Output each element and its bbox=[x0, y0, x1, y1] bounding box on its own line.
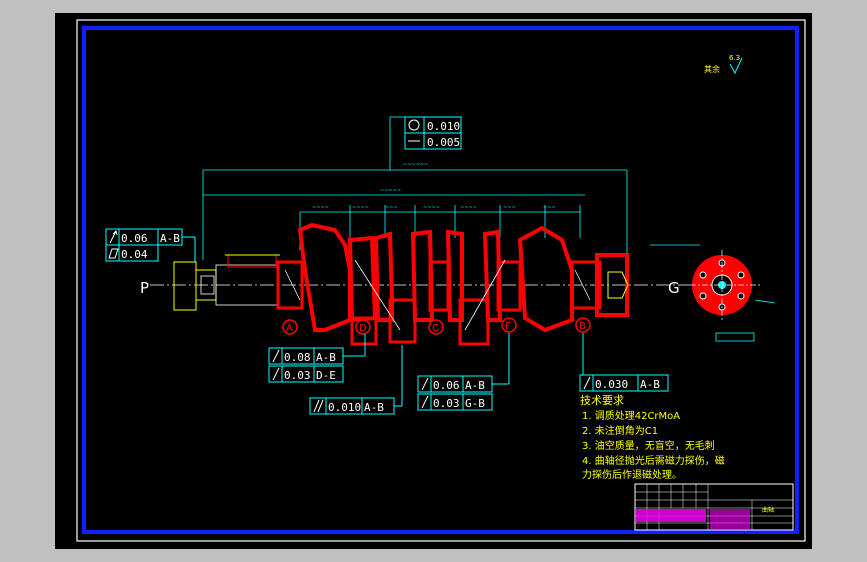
svg-text:~~~~: ~~~~ bbox=[460, 205, 477, 211]
center-tolerance-frame: 0.06 A-B 0.03 G-B bbox=[417, 333, 510, 411]
roughness-label: 其余 bbox=[704, 64, 720, 74]
tech-item-2: 2. 未注倒角为C1 bbox=[582, 424, 658, 437]
drawing-sheet bbox=[55, 13, 812, 549]
end-label-left: P bbox=[140, 279, 149, 297]
crankshaft-body bbox=[173, 222, 629, 346]
drawing-name: 曲轴 bbox=[762, 506, 774, 514]
center-runout1-ref: A-B bbox=[465, 379, 485, 392]
datum-markers: A D C F B bbox=[282, 317, 591, 335]
left-runout-value: 0.06 bbox=[121, 232, 148, 245]
top-tolerance-frame: 0.010 0.005 bbox=[404, 116, 462, 150]
parallel-icon bbox=[313, 399, 324, 413]
mid-runout2-ref: D-E bbox=[316, 369, 336, 382]
svg-text:~~~~~~: ~~~~~~ bbox=[403, 162, 428, 168]
center-runout2-ref: G-B bbox=[465, 397, 485, 410]
left-flatness-value: 0.04 bbox=[121, 248, 148, 261]
svg-text:~~~: ~~~ bbox=[385, 205, 398, 211]
runout-icon bbox=[109, 230, 118, 244]
roundness-icon bbox=[408, 119, 420, 131]
svg-text:~~~~: ~~~~ bbox=[352, 205, 369, 211]
flatness-icon bbox=[108, 248, 119, 259]
tech-item-5: 力探伤后作退磁处理。 bbox=[582, 468, 682, 481]
dimension-texts: ~~~~~~ ~~~~~ ~~~~ ~~~~ ~~~ ~~~~ ~~~~ ~~~… bbox=[312, 162, 556, 211]
roughness-icon bbox=[729, 57, 743, 75]
tech-item-1: 1. 调质处理42CrMoA bbox=[582, 410, 680, 422]
mid-tolerance-frame: 0.08 A-B 0.03 D-E bbox=[268, 334, 366, 383]
tech-item-3: 3. 油空质量，无盲空，无毛刺 bbox=[582, 439, 715, 452]
datum-b: B bbox=[579, 321, 586, 332]
parallel-tolerance-frame: 0.010 A-B bbox=[309, 345, 403, 415]
right-runout-ref: A-B bbox=[640, 378, 660, 391]
mid-runout1-ref: A-B bbox=[316, 351, 336, 364]
svg-text:~~~: ~~~ bbox=[503, 205, 516, 211]
flange-end-view bbox=[650, 244, 776, 342]
left-tolerance-frame: 0.06 A-B 0.04 bbox=[105, 228, 196, 262]
tech-title: 技术要求 bbox=[580, 394, 624, 407]
parallel-ref: A-B bbox=[364, 401, 384, 414]
mid-runout2-value: 0.03 bbox=[284, 369, 311, 382]
datum-f: F bbox=[505, 321, 511, 332]
right-tolerance-frame: 0.030 A-B bbox=[579, 333, 669, 392]
roughness-value: 6.3 bbox=[729, 54, 740, 62]
roundness-value: 0.010 bbox=[427, 120, 460, 133]
outer-frame bbox=[76, 19, 806, 542]
mid-runout1-value: 0.08 bbox=[284, 351, 311, 364]
parallel-value: 0.010 bbox=[328, 401, 361, 414]
left-runout-ref: A-B bbox=[160, 232, 180, 245]
datum-a: A bbox=[286, 323, 293, 334]
tech-item-4: 4. 曲轴径抛光后需磁力探伤，磁 bbox=[582, 454, 725, 467]
svg-text:~~~~: ~~~~ bbox=[312, 205, 329, 211]
datum-c: C bbox=[432, 323, 439, 334]
center-runout1-value: 0.06 bbox=[433, 379, 460, 392]
straightness-value: 0.005 bbox=[427, 136, 460, 149]
svg-text:~~~: ~~~ bbox=[543, 205, 556, 211]
svg-text:~~~~~: ~~~~~ bbox=[380, 188, 401, 194]
end-label-right: G bbox=[668, 279, 680, 297]
right-runout-value: 0.030 bbox=[595, 378, 628, 391]
inner-frame bbox=[82, 26, 799, 534]
svg-text:~~~~: ~~~~ bbox=[423, 205, 440, 211]
tech-requirements: 技术要求 1. 调质处理42CrMoA 2. 未注倒角为C1 3. 油空质量，无… bbox=[580, 394, 725, 481]
datum-d: D bbox=[359, 323, 367, 334]
center-runout2-value: 0.03 bbox=[433, 397, 460, 410]
title-block: 曲轴 bbox=[634, 483, 794, 531]
